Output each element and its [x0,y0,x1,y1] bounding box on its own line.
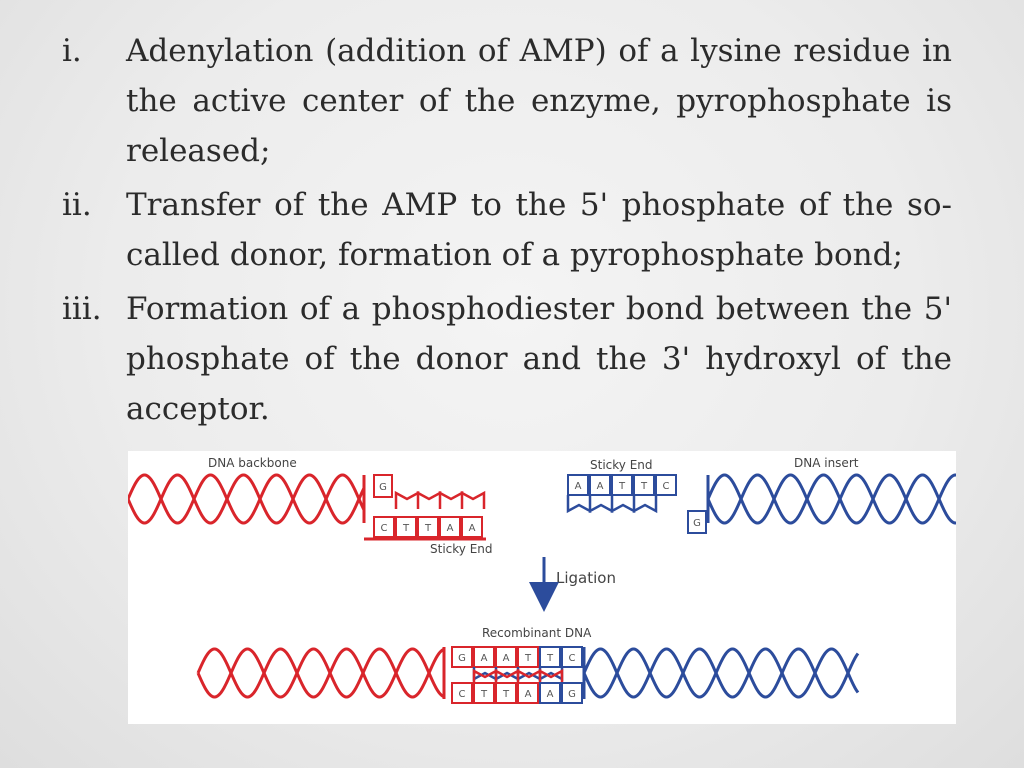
recombinant-bottom-base-5-letter: G [568,689,576,700]
step-number: i. [62,33,82,69]
ligation-label: Ligation [556,569,616,587]
recombinant-top-base-0-box [451,646,473,668]
insert-top-base-2-box [611,474,633,496]
step-number: ii. [62,187,92,223]
backbone-bottom-base-1-box [395,516,417,538]
step-3: iii. Formation of a phosphodiester bond … [62,284,952,434]
insert-top-base-2-letter: T [618,481,626,492]
backbone-bottom-base-2-box [417,516,439,538]
recombinant-top-base-3-box [517,646,539,668]
step-text: Formation of a phosphodiester bond betwe… [126,291,952,427]
insert-bottom-base-letter: G [693,518,701,529]
backbone-bottom-base-0-box [373,516,395,538]
insert-top-base-0-box [567,474,589,496]
step-text: Adenylation (addition of AMP) of a lysin… [126,33,952,169]
dna-insert-label: DNA insert [794,456,859,470]
recombinant-top-base-3-letter: T [524,653,532,664]
dna-ligation-svg: DNA backbone Sticky End DNA insert Stick… [128,456,956,704]
insert-top-base-4-box [655,474,677,496]
recombinant-bottom-base-1-letter: T [480,689,488,700]
recombinant-bottom-base-3-letter: A [525,689,532,700]
recombinant-red-helix-strand-a [196,647,445,699]
recombinant-dna-label: Recombinant DNA [482,626,592,640]
backbone-helix-strand-b [128,473,366,525]
backbone-bottom-base-3-box [439,516,461,538]
backbone-bottom-base-0-letter: C [381,523,388,534]
backbone-top-base-letter: G [379,482,387,493]
sticky-end-bottom-label: Sticky End [430,542,493,556]
dna-ligation-diagram: DNA backbone Sticky End DNA insert Stick… [128,451,956,724]
insert-sticky-teeth [566,495,658,514]
recombinant-top-base-1-letter: A [481,653,488,664]
recombinant-bottom-base-5-box [561,682,583,704]
insert-top-base-0-letter: A [575,481,582,492]
recombinant-bottom-base-1-box [473,682,495,704]
step-1: i. Adenylation (addition of AMP) of a ly… [62,26,952,176]
insert-top-base-3-box [633,474,655,496]
recombinant-top-base-1-box [473,646,495,668]
insert-top-base-4-letter: C [663,481,670,492]
recombinant-top-base-4-box [539,646,561,668]
backbone-bottom-base-4-box [461,516,483,538]
recombinant-top-base-5-letter: C [569,653,576,664]
step-2: ii. Transfer of the AMP to the 5' phosph… [62,180,952,280]
recombinant-bottom-base-4-box [539,682,561,704]
recombinant-bottom-base-4-letter: A [547,689,554,700]
backbone-top-base-box [373,474,393,498]
recombinant-blue-teeth [472,667,564,682]
recombinant-bottom-base-0-box [451,682,473,704]
insert-top-base-3-letter: T [640,481,648,492]
recombinant-top-base-4-letter: T [546,653,554,664]
backbone-bottom-base-2-letter: T [424,523,432,534]
recombinant-red-helix-strand-b [196,647,445,699]
recombinant-bottom-base-2-letter: T [502,689,510,700]
recombinant-top-base-2-box [495,646,517,668]
backbone-bottom-base-3-letter: A [447,523,454,534]
backbone-sticky-teeth [394,490,486,509]
insert-helix-strand-b [706,473,956,525]
recombinant-bottom-base-0-letter: C [459,689,466,700]
backbone-bottom-base-4-letter: A [469,523,476,534]
sticky-end-top-label: Sticky End [590,458,653,472]
backbone-helix-strand-a [128,473,366,525]
step-text: Transfer of the AMP to the 5' phosphate … [126,187,952,273]
ligation-steps-list: i. Adenylation (addition of AMP) of a ly… [62,26,952,438]
dna-backbone-label: DNA backbone [208,456,297,470]
recombinant-top-base-2-letter: A [503,653,510,664]
recombinant-top-base-5-box [561,646,583,668]
recombinant-blue-helix-strand-a [582,647,860,699]
recombinant-red-teeth [472,668,564,683]
insert-top-base-1-box [589,474,611,496]
insert-helix-strand-a [706,473,956,525]
recombinant-top-base-0-letter: G [458,653,466,664]
recombinant-bottom-base-2-box [495,682,517,704]
insert-top-base-1-letter: A [597,481,604,492]
insert-bottom-base-box [687,510,707,534]
recombinant-bottom-base-3-box [517,682,539,704]
step-number: iii. [62,291,102,327]
backbone-bottom-base-1-letter: T [402,523,410,534]
recombinant-blue-helix-strand-b [582,647,860,699]
